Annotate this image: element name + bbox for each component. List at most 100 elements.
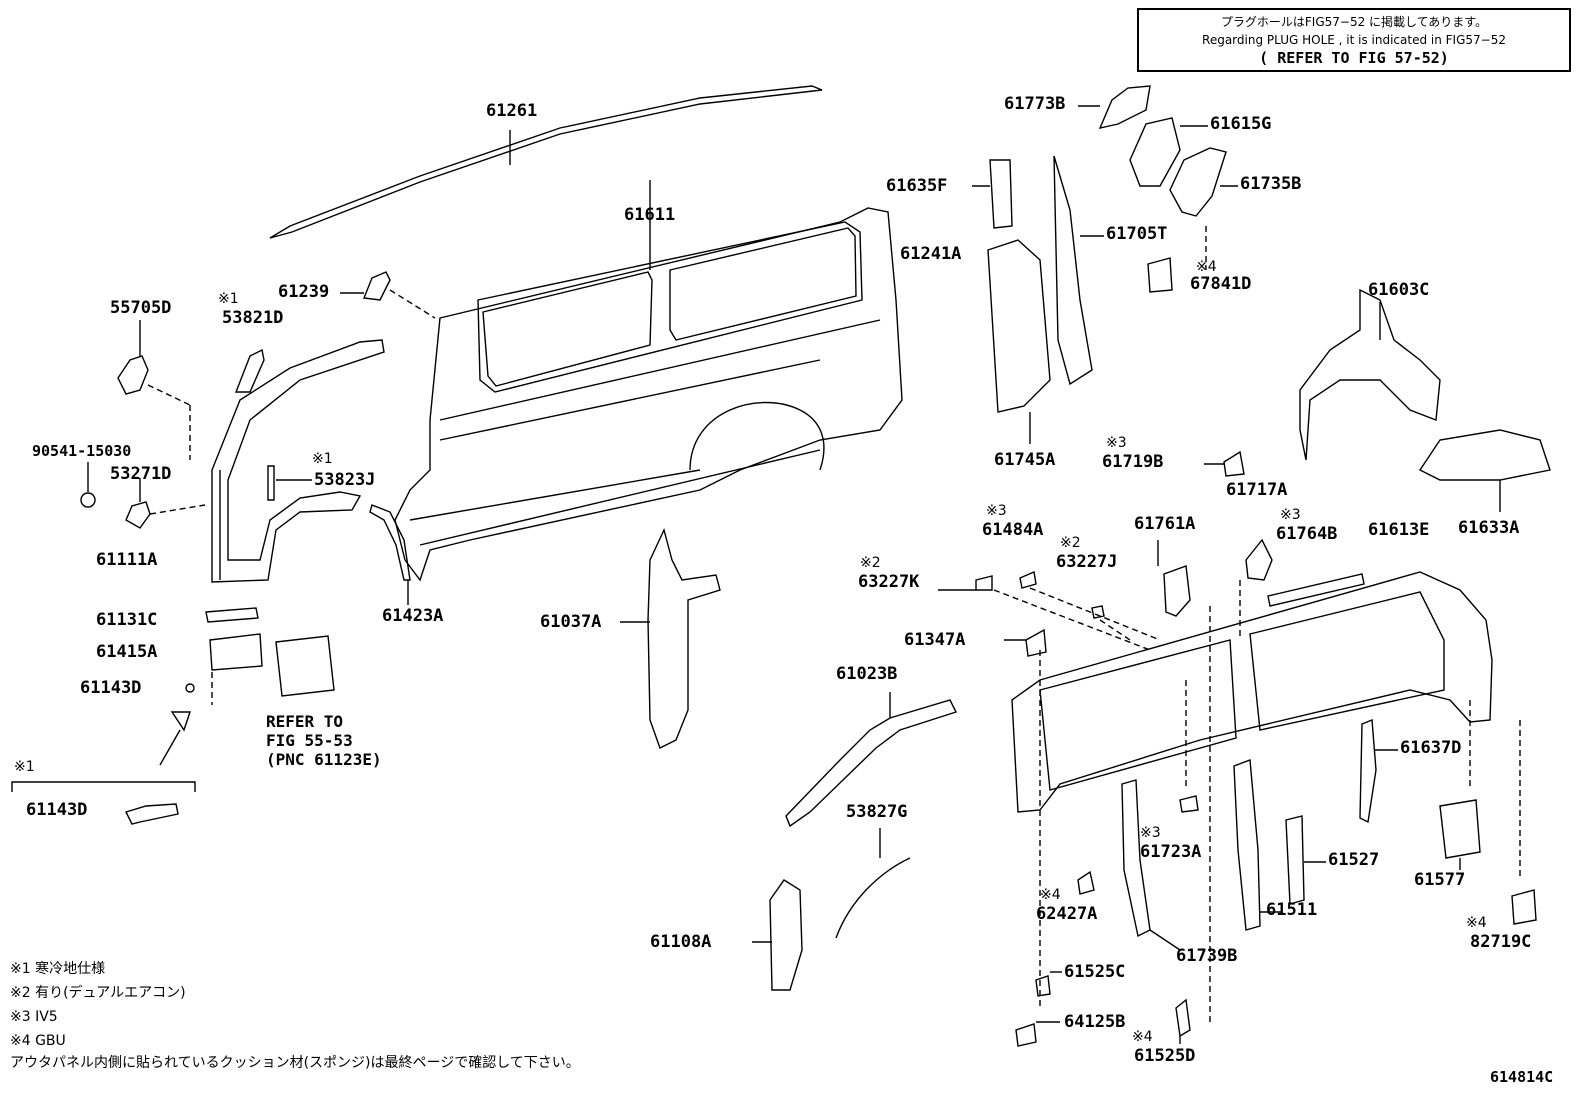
label-67841D: 67841D bbox=[1190, 274, 1252, 294]
refer-fig-55-53: REFER TO FIG 55-53 (PNC 61123E) bbox=[266, 712, 382, 769]
option-bracket-1 bbox=[11, 781, 196, 792]
part-61719B bbox=[1223, 450, 1245, 477]
label-61719B: 61719B bbox=[1102, 452, 1164, 472]
leader-lines bbox=[879, 105, 1501, 1044]
part-61745A bbox=[987, 239, 1051, 413]
part-61023B bbox=[785, 699, 957, 828]
mark-4-67841D: ※4 bbox=[1196, 259, 1217, 275]
label-61723A: 61723A bbox=[1140, 842, 1202, 862]
part-61635F bbox=[989, 159, 1013, 229]
part-82719C bbox=[1511, 889, 1537, 925]
label-53271D: 53271D bbox=[110, 464, 172, 484]
pillar-61037A bbox=[647, 527, 721, 749]
label-53823J: 53823J bbox=[314, 470, 376, 490]
label-61511: 61511 bbox=[1266, 900, 1318, 920]
refer-line1: REFER TO bbox=[266, 712, 344, 731]
label-61739B: 61739B bbox=[1176, 946, 1238, 966]
label-53821D: 53821D bbox=[222, 308, 284, 328]
label-64125B: 64125B bbox=[1064, 1012, 1126, 1032]
mark-3-61723A: ※3 bbox=[1140, 825, 1161, 841]
mark-1-53821D: ※1 bbox=[218, 291, 239, 307]
bolt-90541-15030 bbox=[80, 492, 96, 508]
part-53823J bbox=[267, 465, 275, 501]
part-61484A bbox=[1019, 571, 1037, 589]
part-61143D-alt bbox=[125, 803, 179, 825]
mark-4-62427A: ※4 bbox=[1040, 887, 1061, 903]
label-61037A: 61037A bbox=[540, 612, 602, 632]
part-61108A bbox=[769, 879, 803, 991]
footnote-1: ※1 寒冷地仕様 bbox=[10, 961, 106, 977]
footnote-3: ※3 IV5 bbox=[10, 1009, 58, 1025]
part-61773B bbox=[1098, 85, 1151, 129]
part-61415A bbox=[209, 633, 263, 671]
label-61525C: 61525C bbox=[1064, 962, 1126, 982]
label-61637D: 61637D bbox=[1400, 738, 1462, 758]
part-61131C bbox=[205, 607, 259, 623]
figure-number: 614814C bbox=[1490, 1068, 1554, 1086]
wheelhouse-61603C bbox=[1299, 288, 1441, 461]
notice-line-english: Regarding PLUG HOLE , it is indicated in… bbox=[1202, 33, 1506, 47]
part-61723A bbox=[1179, 795, 1199, 813]
label-63227J: 63227J bbox=[1056, 552, 1118, 572]
label-61415A: 61415A bbox=[96, 642, 158, 662]
label-82719C: 82719C bbox=[1470, 932, 1532, 952]
label-61261: 61261 bbox=[486, 101, 538, 121]
part-61525D bbox=[1175, 998, 1191, 1038]
wheelhouse-cover-61633A bbox=[1418, 429, 1551, 481]
mark-2-63227J: ※2 bbox=[1060, 535, 1081, 551]
part-53821D bbox=[234, 348, 265, 393]
label-61735B: 61735B bbox=[1240, 174, 1302, 194]
label-61611: 61611 bbox=[624, 205, 676, 225]
part-61764B bbox=[1267, 573, 1365, 607]
mark-3-61484A: ※3 bbox=[986, 503, 1007, 519]
arrow-indicator bbox=[159, 711, 191, 766]
label-61613E: 61613E bbox=[1368, 520, 1430, 540]
notice-refer-fig: ( REFER TO FIG 57-52) bbox=[1259, 49, 1449, 67]
label-61347A: 61347A bbox=[904, 630, 966, 650]
label-61705T: 61705T bbox=[1106, 224, 1168, 244]
plug-hole-notice: プラグホールはFIG57−52 に掲載してあります。 Regarding PLU… bbox=[1137, 8, 1571, 72]
mark-2-63227K: ※2 bbox=[860, 555, 881, 571]
label-61761A: 61761A bbox=[1134, 514, 1196, 534]
part-61717A bbox=[1245, 538, 1273, 581]
refer-line3: (PNC 61123E) bbox=[266, 750, 382, 769]
label-53827G: 53827G bbox=[846, 802, 908, 822]
side-panel-61611 bbox=[394, 180, 903, 582]
guide-lines bbox=[993, 226, 1521, 1022]
front-panel-61111A bbox=[211, 339, 385, 583]
label-61615G: 61615G bbox=[1210, 114, 1272, 134]
part-63227K bbox=[975, 575, 993, 591]
part-61525C bbox=[1035, 975, 1051, 997]
part-61577 bbox=[1439, 799, 1481, 859]
label-61633A: 61633A bbox=[1458, 518, 1520, 538]
label-61525D: 61525D bbox=[1134, 1046, 1196, 1066]
label-61241A: 61241A bbox=[900, 244, 962, 264]
label-61764B: 61764B bbox=[1276, 524, 1338, 544]
bracket-61239 bbox=[363, 271, 391, 301]
part-55705D bbox=[117, 355, 149, 395]
label-61143D-a: 61143D bbox=[80, 678, 142, 698]
label-61131C: 61131C bbox=[96, 610, 158, 630]
part-61637D bbox=[1359, 718, 1377, 824]
part-63227J bbox=[1091, 605, 1105, 619]
label-61108A: 61108A bbox=[650, 932, 712, 952]
label-61635F: 61635F bbox=[886, 176, 948, 196]
label-61423A: 61423A bbox=[382, 606, 444, 626]
label-61527: 61527 bbox=[1328, 850, 1380, 870]
roof-molding-61261 bbox=[269, 85, 823, 239]
part-61615G bbox=[1129, 117, 1181, 187]
part-67841D bbox=[1147, 257, 1173, 293]
label-61745A: 61745A bbox=[994, 450, 1056, 470]
part-61705T bbox=[1053, 155, 1093, 386]
label-61484A: 61484A bbox=[982, 520, 1044, 540]
label-61773B: 61773B bbox=[1004, 94, 1066, 114]
ref-door-61123E bbox=[275, 635, 335, 697]
notice-line-japanese: プラグホールはFIG57−52 に掲載してあります。 bbox=[1220, 15, 1488, 29]
part-61761A bbox=[1163, 565, 1191, 617]
mark-4-61525D: ※4 bbox=[1132, 1029, 1153, 1045]
part-61347A bbox=[1025, 628, 1047, 657]
mark-3-61719B: ※3 bbox=[1106, 435, 1127, 451]
part-62427A bbox=[1077, 870, 1095, 895]
label-61717A: 61717A bbox=[1226, 480, 1288, 500]
mark-1-bracket: ※1 bbox=[14, 759, 35, 775]
